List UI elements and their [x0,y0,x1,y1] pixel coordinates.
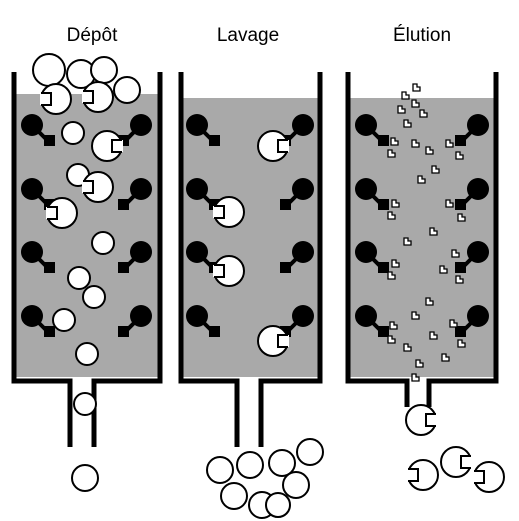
target-protein [257,130,290,162]
eluted-protein [472,461,505,493]
protein [73,392,97,416]
washed-proteins [206,438,324,519]
panel-title-depot: Dépôt [67,25,118,46]
protein [71,464,99,492]
target-protein [81,81,114,113]
eluted-protein [406,459,439,491]
target-protein [91,130,124,162]
column-fill [183,98,318,377]
protein [113,76,141,104]
column-elution [345,72,505,493]
column-fill [16,94,158,377]
target-protein [212,255,245,287]
column-wall [11,72,163,447]
eluted-protein [440,446,473,478]
panel-title-lavage: Lavage [217,25,279,46]
target-protein [45,197,78,229]
column-wall [345,72,499,407]
panel-title-elution: Élution [393,25,451,46]
protein [52,308,76,332]
target-protein [212,196,245,228]
protein [32,53,66,87]
column-depot [11,53,163,492]
protein [61,121,85,145]
column-lavage [178,72,324,519]
target-protein [257,325,290,357]
protein [67,266,91,290]
target-protein [81,171,114,203]
protein [82,285,106,309]
protein [75,342,99,366]
protein [90,56,118,84]
protein [91,231,115,255]
column-wall [178,72,323,447]
eluted-protein [405,404,438,436]
column-fill [350,98,494,377]
target-protein [39,83,72,115]
